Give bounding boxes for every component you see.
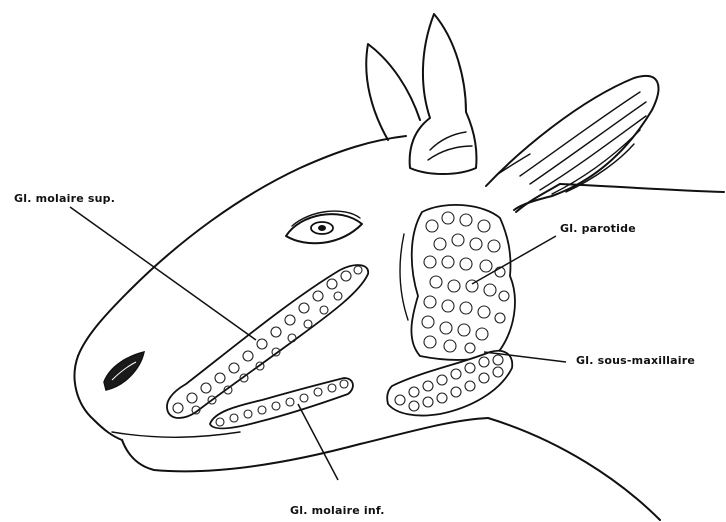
front-horn — [410, 14, 477, 174]
nostril-shape — [104, 352, 144, 390]
ear — [486, 76, 658, 210]
eye — [286, 211, 362, 243]
leader-molaire-inf — [298, 404, 338, 480]
horns — [366, 14, 476, 174]
label-sous-maxillaire: Gl. sous-maxillaire — [576, 354, 695, 367]
nostril — [104, 352, 144, 390]
rear-horn — [366, 44, 420, 140]
gland-parotide — [411, 205, 515, 360]
ear-outline — [486, 76, 658, 210]
label-molaire-sup: Gl. molaire sup. — [14, 192, 115, 205]
label-molaire-inf: Gl. molaire inf. — [290, 504, 385, 517]
leader-molaire-sup — [70, 207, 256, 340]
head-outline — [75, 136, 724, 520]
label-parotide: Gl. parotide — [560, 222, 636, 235]
